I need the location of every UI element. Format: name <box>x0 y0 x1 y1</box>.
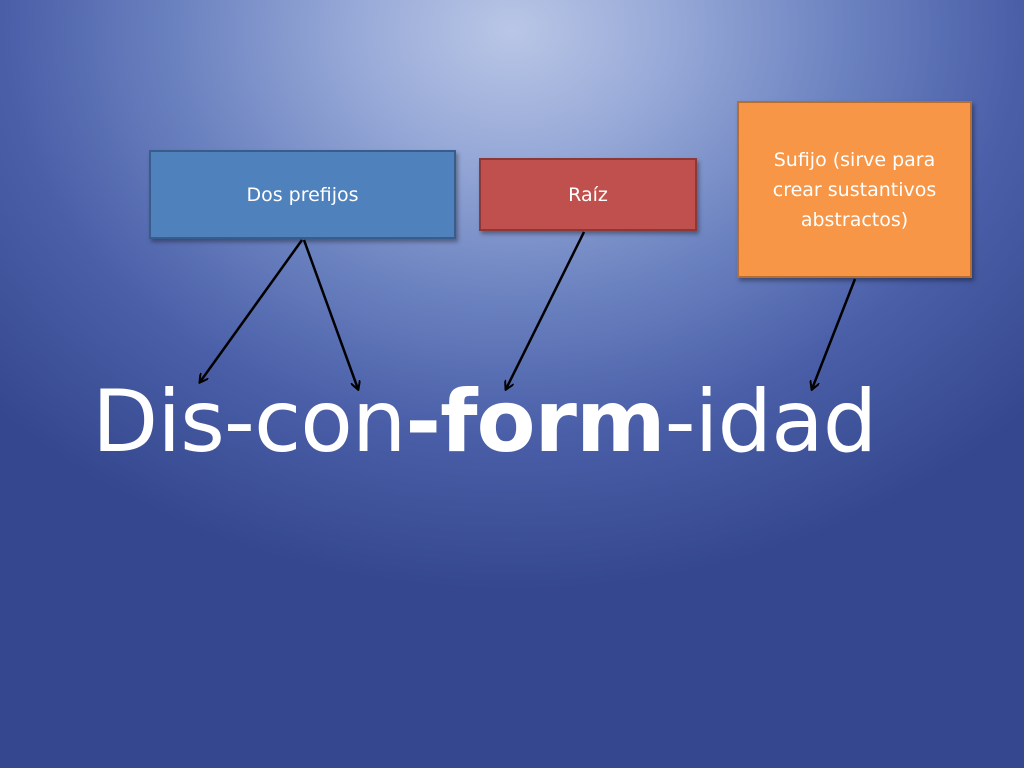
arrow-root <box>506 231 586 389</box>
word-prefix-part: Dis-con <box>92 372 406 472</box>
suffix-label: Sufijo (sirve para crear sustantivos abs… <box>772 148 937 231</box>
prefixes-label: Dos prefijos <box>246 183 359 206</box>
root-box: Raíz <box>479 158 697 231</box>
suffix-box: Sufijo (sirve para crear sustantivos abs… <box>737 101 972 278</box>
word-suffix-part: -idad <box>664 372 878 472</box>
prefixes-box: Dos prefijos <box>149 150 456 239</box>
root-label: Raíz <box>568 183 608 206</box>
arrow-prefix-dis <box>200 239 304 382</box>
arrow-prefix-con <box>302 239 358 389</box>
analyzed-word: Dis-con-form-idad <box>92 372 878 472</box>
arrow-suffix <box>812 278 857 389</box>
word-root-part: -form <box>405 372 665 472</box>
